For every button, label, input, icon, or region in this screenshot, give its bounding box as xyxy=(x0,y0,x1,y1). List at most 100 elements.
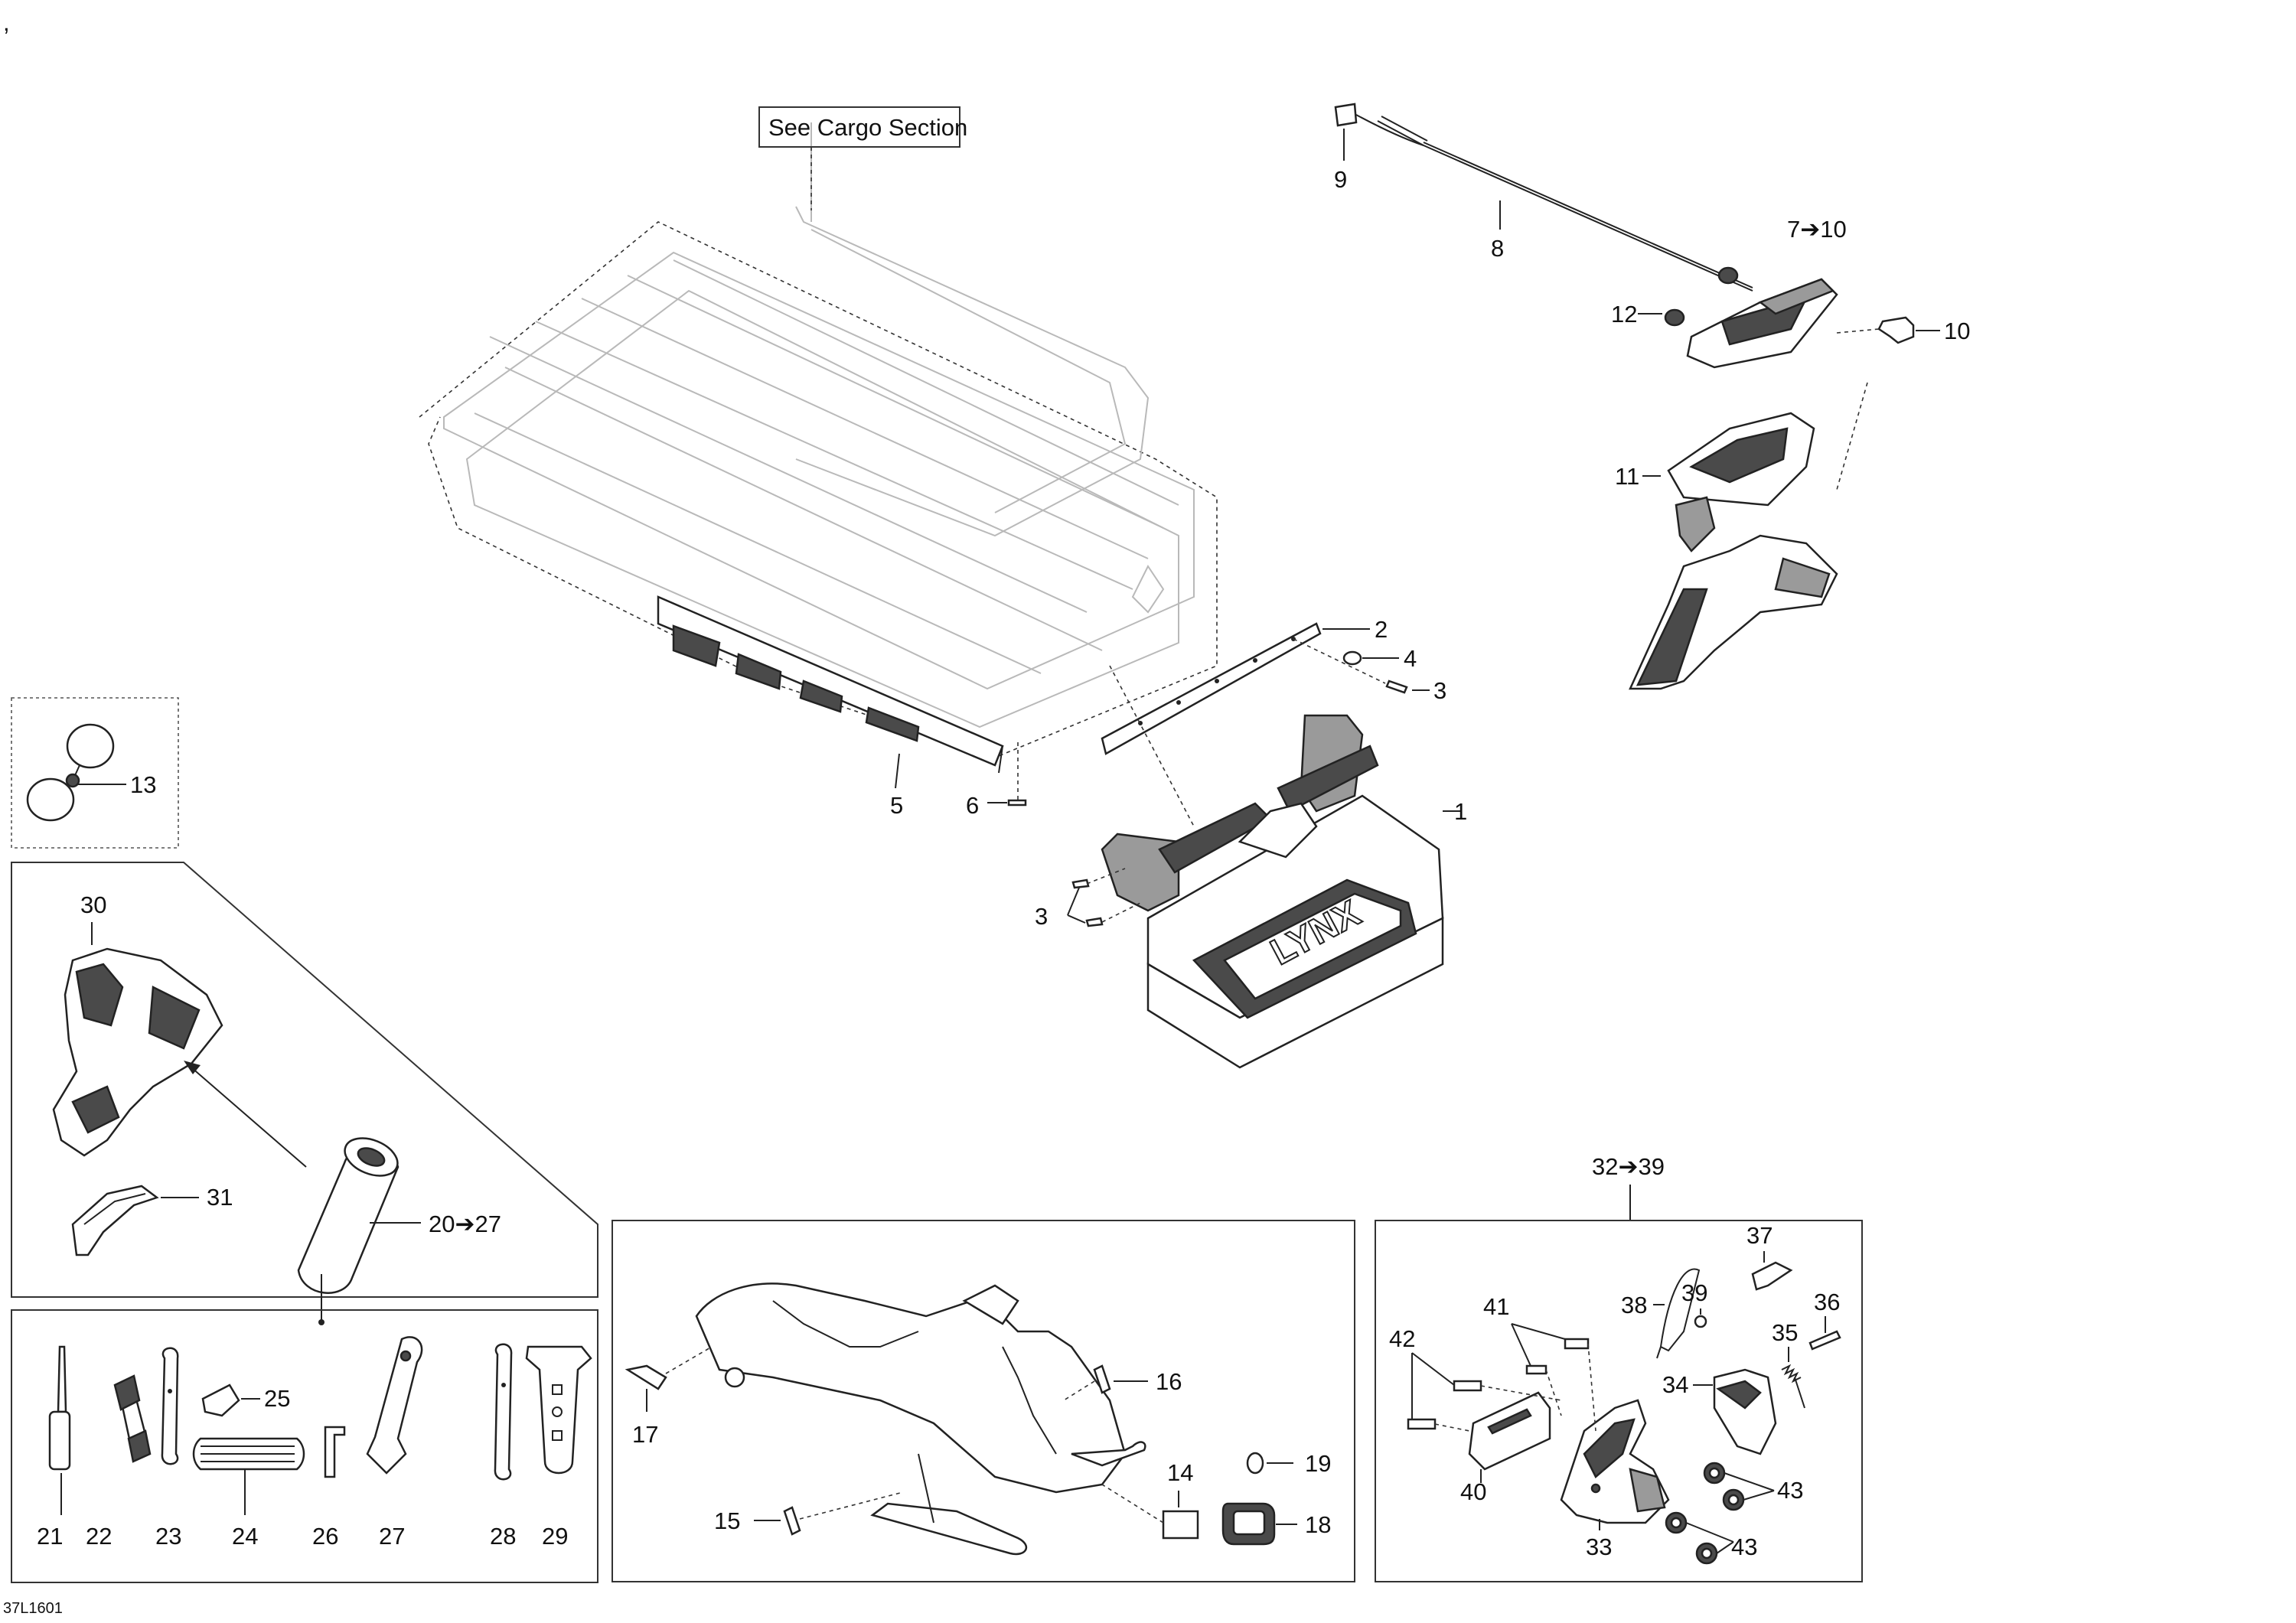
callout-41: 41 xyxy=(1483,1293,1509,1320)
callout-12: 12 xyxy=(1611,301,1637,328)
callout-15: 15 xyxy=(714,1507,740,1534)
strap-31-part xyxy=(71,1185,159,1256)
callout-43-upper: 43 xyxy=(1777,1477,1803,1504)
decal-16-part xyxy=(1093,1364,1111,1394)
decal-17-part xyxy=(625,1364,667,1390)
callout-3-lower: 3 xyxy=(1035,903,1048,930)
callout-36: 36 xyxy=(1814,1289,1840,1315)
callout-38: 38 xyxy=(1621,1292,1647,1318)
callout-4: 4 xyxy=(1404,645,1417,672)
callout-3-top: 3 xyxy=(1433,677,1446,704)
box-hitch xyxy=(1375,1220,1863,1582)
mirror-13-part xyxy=(26,723,115,822)
tool-26-part xyxy=(324,1426,346,1478)
callout-27: 27 xyxy=(379,1523,405,1550)
box-decals xyxy=(612,1220,1355,1582)
callout-18: 18 xyxy=(1305,1511,1331,1538)
callout-14: 14 xyxy=(1167,1459,1193,1486)
callout-26: 26 xyxy=(312,1523,338,1550)
callout-29: 29 xyxy=(542,1523,568,1550)
wire-harness-part xyxy=(1334,103,1753,292)
callout-25: 25 xyxy=(264,1385,290,1412)
tool-22-part xyxy=(113,1374,152,1463)
snowflap-part: LYNX xyxy=(1101,714,1444,1069)
reflector-18-part xyxy=(1221,1502,1276,1546)
snowmobile-outline-part xyxy=(695,1282,1146,1556)
cable-38-part xyxy=(1656,1268,1701,1359)
callout-40: 40 xyxy=(1460,1478,1486,1505)
side-panel-part xyxy=(657,595,1004,774)
callout-16: 16 xyxy=(1156,1368,1182,1395)
callout-2: 2 xyxy=(1375,616,1388,643)
callout-42: 42 xyxy=(1389,1325,1415,1352)
hitch-bracket-33-part xyxy=(1560,1399,1670,1524)
screw-3-top xyxy=(1385,680,1408,694)
callout-39: 39 xyxy=(1681,1279,1707,1306)
screw-3-lower-b xyxy=(1085,917,1104,927)
tool-28-part xyxy=(494,1343,513,1481)
tool-27-part xyxy=(366,1336,423,1475)
grommet-12 xyxy=(1664,308,1685,327)
callout-20: 20➔27 xyxy=(429,1211,501,1237)
header-mark: , xyxy=(3,9,10,36)
callout-30: 30 xyxy=(80,891,106,918)
callout-22: 22 xyxy=(86,1523,112,1550)
callout-35: 35 xyxy=(1772,1319,1798,1346)
callout-32: 32➔39 xyxy=(1592,1153,1665,1180)
pin-36-part xyxy=(1808,1330,1841,1351)
decal-14-part xyxy=(1162,1510,1199,1540)
callout-33: 33 xyxy=(1586,1533,1612,1560)
see-cargo-label: See Cargo Section xyxy=(768,114,967,141)
callout-13: 13 xyxy=(130,771,156,798)
callout-1: 1 xyxy=(1454,798,1467,825)
callout-31: 31 xyxy=(207,1184,233,1211)
callout-19: 19 xyxy=(1305,1450,1331,1477)
callout-17: 17 xyxy=(632,1421,658,1448)
callout-10: 10 xyxy=(1944,318,1970,344)
nut-39-part xyxy=(1694,1315,1707,1328)
clip-19-part xyxy=(1246,1452,1264,1475)
callout-34: 34 xyxy=(1662,1371,1688,1398)
bolts-42-part xyxy=(1407,1380,1482,1430)
callout-11: 11 xyxy=(1615,463,1639,490)
tool-24-part xyxy=(192,1437,305,1471)
screw-6 xyxy=(1007,799,1027,807)
box-tool-holder xyxy=(11,862,598,1298)
tool-21-part xyxy=(48,1345,71,1471)
bolts-41-part xyxy=(1525,1338,1590,1375)
nuts-43-part xyxy=(1665,1462,1745,1565)
grommet-upper xyxy=(1717,266,1739,285)
figure-code: 37L1601 xyxy=(3,1600,63,1617)
tool-23-part xyxy=(161,1347,179,1465)
callout-23: 23 xyxy=(155,1523,181,1550)
decal-15-part xyxy=(783,1506,801,1536)
latch-34-part xyxy=(1713,1368,1777,1455)
callout-21: 21 xyxy=(37,1523,63,1550)
tool-kit-20-part xyxy=(297,1137,400,1294)
callout-37: 37 xyxy=(1746,1222,1773,1249)
callout-28: 28 xyxy=(490,1523,516,1550)
fastener-10 xyxy=(1877,316,1915,344)
tool-29-part xyxy=(525,1345,592,1475)
screw-3-lower-a xyxy=(1071,878,1090,889)
cargo-rack-ghost xyxy=(419,122,1218,758)
plate-40-part xyxy=(1468,1391,1551,1471)
callout-24: 24 xyxy=(232,1523,258,1550)
tool-holder-30-part xyxy=(52,947,223,1157)
washer-4 xyxy=(1342,650,1362,666)
taillight-lens-part xyxy=(1686,278,1838,369)
callout-7: 7➔10 xyxy=(1787,216,1847,243)
mounting-strip-part xyxy=(1101,622,1322,755)
see-cargo-box xyxy=(758,106,960,148)
box-13 xyxy=(11,697,179,849)
taillight-housing-part xyxy=(1629,412,1838,690)
callout-43-lower: 43 xyxy=(1731,1533,1757,1560)
spring-35-part xyxy=(1781,1364,1805,1409)
callout-6: 6 xyxy=(966,792,979,819)
callout-5: 5 xyxy=(890,792,903,819)
callout-8: 8 xyxy=(1491,235,1504,262)
tool-25-part xyxy=(201,1383,240,1417)
box-tools xyxy=(11,1309,598,1583)
callout-9: 9 xyxy=(1334,166,1347,193)
